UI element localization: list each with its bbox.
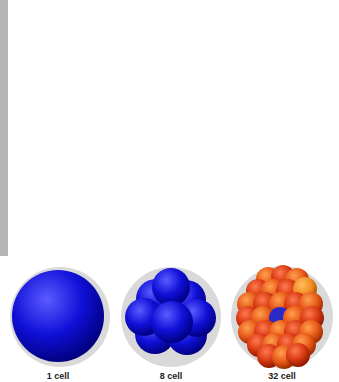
stage-label: 32 cell xyxy=(268,372,296,381)
stage-label: 1 cell xyxy=(47,372,70,381)
cell xyxy=(152,268,190,306)
cell xyxy=(286,343,310,367)
zona-halo xyxy=(10,267,110,367)
cell xyxy=(12,270,104,362)
zona-halo xyxy=(231,266,333,368)
thirty-two-cell-embryo xyxy=(231,265,333,369)
zona-halo xyxy=(121,267,221,367)
cell xyxy=(151,301,193,343)
side-bar xyxy=(0,0,8,256)
one-cell-embryo xyxy=(10,267,110,367)
eight-cell-embryo xyxy=(121,267,221,367)
stage-label: 8 cell xyxy=(160,372,183,381)
